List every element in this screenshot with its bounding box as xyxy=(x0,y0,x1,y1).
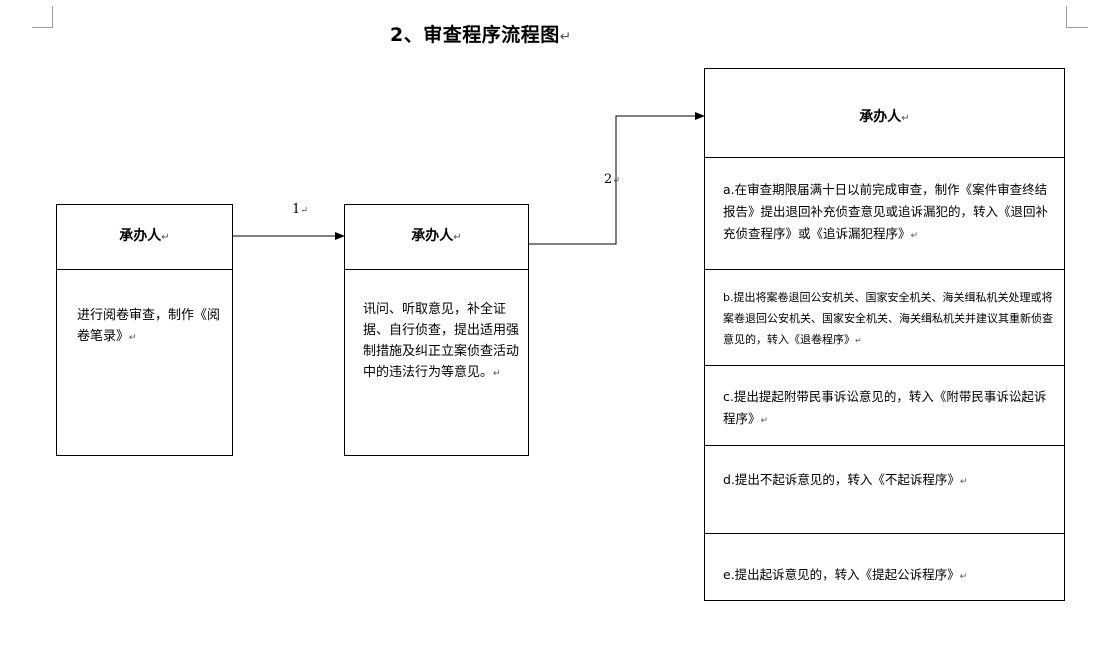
outcome-text: e.提出起诉意见的，转入《提起公诉程序》↵ xyxy=(723,567,968,582)
paragraph-mark: ↵ xyxy=(559,29,572,45)
box-header: 承办人↵ xyxy=(57,205,232,270)
diagram-title-text: 2、审查程序流程图 xyxy=(390,24,560,46)
outcome-option-c: c.提出提起附带民事诉讼意见的，转入《附带民事诉讼起诉程序》↵ xyxy=(705,365,1064,445)
outcome-option-e: e.提出起诉意见的，转入《提起公诉程序》↵ xyxy=(705,533,1064,601)
outcome-text: d.提出不起诉意见的，转入《不起诉程序》↵ xyxy=(723,472,968,487)
flow-box-investigation: 承办人↵ 讯问、听取意见，补全证据、自行侦查，提出适用强制措施及纠正立案侦查活动… xyxy=(344,204,529,456)
page-corner-mark xyxy=(1066,6,1088,28)
page-corner-mark xyxy=(32,6,53,28)
outcome-option-d: d.提出不起诉意见的，转入《不起诉程序》↵ xyxy=(705,445,1064,533)
box-body-text: 讯问、听取意见，补全证据、自行侦查，提出适用强制措施及纠正立案侦查活动中的违法行… xyxy=(363,302,520,380)
step-label-1: 1↵ xyxy=(292,202,309,217)
diagram-title: 2、审查程序流程图↵ xyxy=(390,20,572,47)
outcome-text: b.提出将案卷退回公安机关、国家安全机关、海关缉私机关处理或将案卷退回公安机关、… xyxy=(723,291,1053,346)
box-header: 承办人↵ xyxy=(859,109,910,125)
box-body-text: 进行阅卷审查，制作《阅卷笔录》↵ xyxy=(77,308,221,344)
step-label-2: 2↵ xyxy=(604,172,621,187)
outcome-text: a.在审查期限届满十日以前完成审查，制作《案件审查终结报告》提出退回补充侦查意见… xyxy=(723,182,1049,241)
arrow-step-2 xyxy=(529,112,705,245)
outcome-option-a: a.在审查期限届满十日以前完成审查，制作《案件审查终结报告》提出退回补充侦查意见… xyxy=(705,157,1064,269)
flow-box-outcomes: 承办人↵ a.在审查期限届满十日以前完成审查，制作《案件审查终结报告》提出退回补… xyxy=(704,68,1065,601)
outcome-option-b: b.提出将案卷退回公安机关、国家安全机关、海关缉私机关处理或将案卷退回公安机关、… xyxy=(705,269,1064,365)
flow-box-review: 承办人↵ 进行阅卷审查，制作《阅卷笔录》↵ xyxy=(56,204,233,456)
outcome-text: c.提出提起附带民事诉讼意见的，转入《附带民事诉讼起诉程序》↵ xyxy=(723,389,1047,426)
box-header: 承办人↵ xyxy=(345,205,528,270)
